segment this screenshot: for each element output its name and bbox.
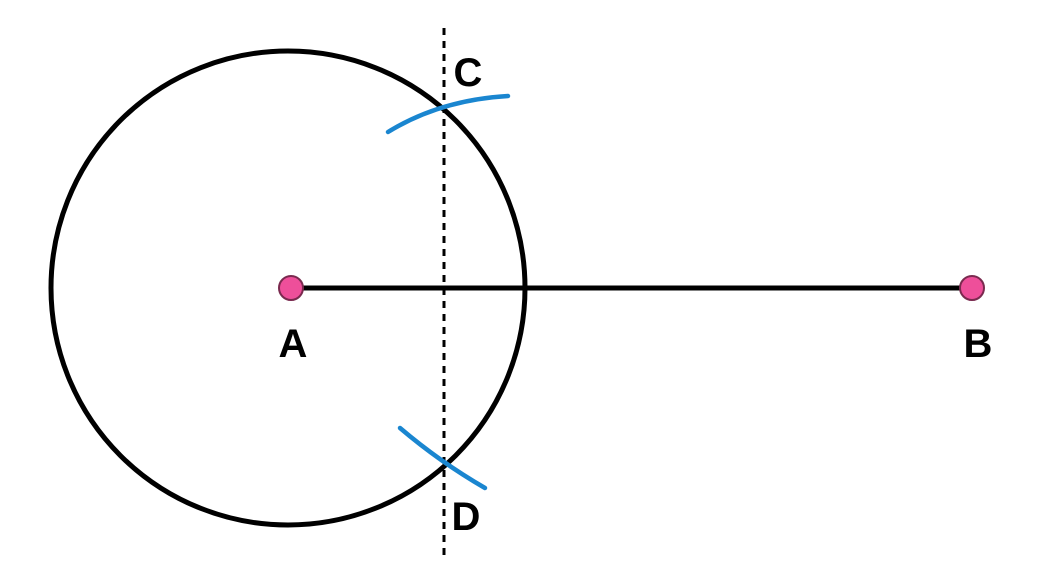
label-a: A <box>279 322 308 366</box>
label-c: C <box>454 51 483 95</box>
arc-at-d <box>397 425 488 491</box>
label-d: D <box>452 495 481 539</box>
arc-at-c <box>385 93 511 135</box>
point-b <box>959 275 985 301</box>
point-a <box>278 275 304 301</box>
label-b: B <box>964 322 993 366</box>
